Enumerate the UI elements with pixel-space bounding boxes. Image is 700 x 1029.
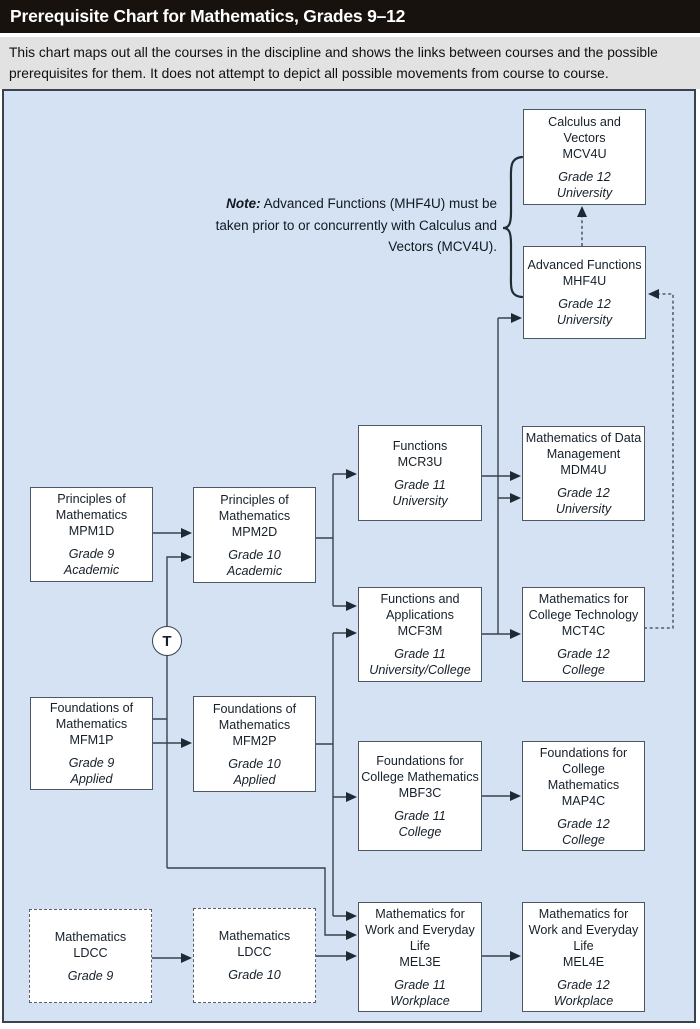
course-name: Foundations for College Mathematics (361, 753, 479, 784)
course-name: Mathematics for Work and Everyday Life (365, 906, 475, 953)
course-level: Applied (70, 772, 113, 786)
course-name: Foundations of Mathematics (49, 701, 134, 731)
course-level: Workplace (390, 993, 450, 1008)
course-name: Principles of Mathematics (55, 492, 128, 522)
note-body: Advanced Functions (MHF4U) must be taken… (215, 196, 497, 254)
course-code: MCV4U (562, 146, 607, 161)
course-code: MCT4C (561, 624, 606, 638)
course-code: LDCC (237, 945, 272, 959)
course-grade: Grade 12 (557, 647, 610, 661)
course-name: Principles of Mathematics (218, 492, 291, 523)
course-code: MHF4U (562, 274, 607, 288)
course-code: MFM1P (69, 733, 114, 747)
course-box-mcr3u: Functions MCR3U Grade 11 University (358, 425, 482, 521)
course-grade: Grade 12 (557, 816, 610, 831)
course-name: Mathematics for College Technology (528, 592, 639, 622)
course-box-map4c: Foundations for College Mathematics MAP4… (522, 741, 645, 851)
course-level: University (392, 493, 448, 508)
course-grade: Grade 9 (68, 547, 115, 561)
course-box-mcv4u: Calculus and Vectors MCV4U Grade 12 Univ… (523, 109, 646, 205)
course-name: Advanced Functions (527, 258, 642, 272)
course-box-mpm2d: Principles of Mathematics MPM2D Grade 10… (193, 487, 316, 583)
course-name: Mathematics (54, 929, 127, 944)
course-level: College (562, 832, 605, 847)
course-name: Foundations of Mathematics (212, 701, 297, 732)
course-grade: Grade 10 (228, 756, 281, 771)
page-title: Prerequisite Chart for Mathematics, Grad… (10, 6, 406, 26)
course-grade: Grade 12 (558, 297, 611, 311)
course-level: University (555, 502, 612, 516)
course-name: Foundations for College Mathematics (539, 745, 628, 792)
course-box-mel4e: Mathematics for Work and Everyday Life M… (522, 902, 645, 1012)
course-grade: Grade 11 (394, 647, 446, 661)
course-box-mcf3m: Functions and Applications MCF3M Grade 1… (358, 587, 482, 682)
note-text: Note: Advanced Functions (MHF4U) must be… (197, 193, 497, 258)
course-level: College (398, 824, 442, 839)
course-name: Functions and Applications (380, 592, 460, 622)
course-code: MAP4C (561, 793, 606, 808)
course-name: Functions (392, 438, 448, 453)
course-code: MEL3E (399, 954, 441, 969)
course-code: MPM2D (231, 524, 278, 539)
course-box-mfm1p: Foundations of Mathematics MFM1P Grade 9… (30, 697, 153, 790)
course-code: MBF3C (398, 785, 442, 800)
course-box-mel3e: Mathematics for Work and Everyday Life M… (358, 902, 482, 1012)
course-box-mfm2p: Foundations of Mathematics MFM2P Grade 1… (193, 696, 316, 792)
course-name: Mathematics (218, 929, 291, 943)
course-code: MFM2P (232, 733, 277, 748)
course-box-mct4c: Mathematics for College Technology MCT4C… (522, 587, 645, 682)
course-grade: Grade 11 (394, 808, 446, 823)
course-level: University (556, 313, 613, 327)
course-code: MCR3U (397, 454, 443, 469)
course-level: College (562, 663, 605, 677)
course-level: Applied (233, 772, 276, 787)
course-level: University/College (369, 663, 471, 677)
course-code: MEL4E (562, 954, 605, 969)
course-box-ldcc-grade9: Mathematics LDCC Grade 9 (29, 909, 152, 1003)
course-grade: Grade 9 (67, 968, 114, 983)
course-grade: Grade 11 (394, 977, 446, 992)
course-code: MCF3M (397, 624, 443, 638)
course-level: University (556, 185, 613, 200)
course-level: Academic (226, 563, 283, 578)
course-grade: Grade 9 (68, 756, 115, 770)
course-box-mdm4u: Mathematics of Data Management MDM4U Gra… (522, 426, 645, 521)
course-code: LDCC (73, 945, 108, 960)
course-name: Mathematics for Work and Everyday Life (528, 906, 639, 953)
course-level: Academic (63, 563, 120, 577)
course-grade: Grade 10 (228, 968, 281, 982)
course-grade: Grade 11 (394, 477, 446, 492)
course-grade: Grade 12 (557, 977, 610, 992)
note-label: Note: (226, 196, 261, 211)
course-grade: Grade 12 (557, 486, 610, 500)
course-grade: Grade 12 (558, 169, 611, 184)
transfer-course-badge: T (152, 626, 182, 656)
course-grade: Grade 10 (228, 547, 281, 562)
course-box-mpm1d: Principles of Mathematics MPM1D Grade 9 … (30, 487, 153, 582)
course-level: Workplace (553, 993, 614, 1008)
course-box-mbf3c: Foundations for College Mathematics MBF3… (358, 741, 482, 851)
course-box-mhf4u: Advanced Functions MHF4U Grade 12 Univer… (523, 246, 646, 339)
course-name: Calculus and Vectors (548, 114, 621, 145)
title-bar: Prerequisite Chart for Mathematics, Grad… (0, 0, 700, 33)
intro-text: This chart maps out all the courses in t… (0, 37, 700, 89)
course-code: MPM1D (68, 524, 115, 538)
course-box-ldcc-grade10: Mathematics LDCC Grade 10 (193, 908, 316, 1003)
course-name: Mathematics of Data Management (525, 431, 642, 461)
course-code: MDM4U (560, 463, 607, 477)
